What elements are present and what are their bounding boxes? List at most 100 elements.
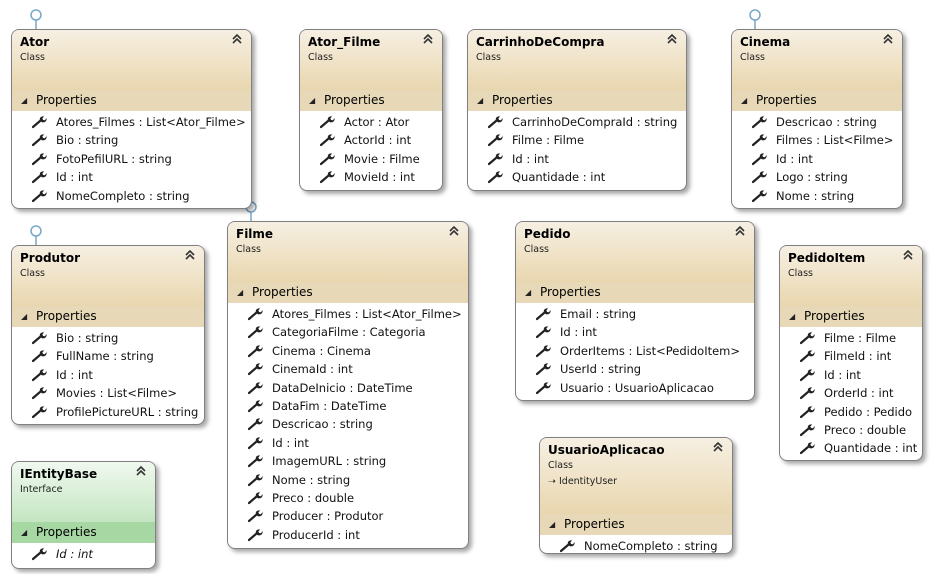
property-row[interactable]: Id : int xyxy=(12,545,155,563)
property-row[interactable]: Bio : string xyxy=(12,131,251,149)
wrench-icon xyxy=(488,134,503,147)
property-row[interactable]: Id : int xyxy=(732,150,902,168)
double-chevron-up-icon[interactable] xyxy=(447,225,461,239)
property-row[interactable]: Preco : double xyxy=(780,421,922,439)
property-row[interactable]: Movie : Filme xyxy=(300,150,442,168)
property-row[interactable]: DataFim : DateTime xyxy=(228,397,468,415)
property-row[interactable]: Movies : List<Filme> xyxy=(12,384,204,402)
property-row[interactable]: Pedido : Pedido xyxy=(780,403,922,421)
double-chevron-up-icon[interactable] xyxy=(230,33,244,47)
property-row[interactable]: NomeCompleto : string xyxy=(12,187,251,205)
property-row[interactable]: UserId : string xyxy=(516,360,754,378)
property-row[interactable]: CategoriaFilme : Categoria xyxy=(228,323,468,341)
properties-section-header[interactable]: ◢Properties xyxy=(540,514,732,535)
triangle-down-icon[interactable]: ◢ xyxy=(21,96,28,105)
property-row[interactable]: Producer : Produtor xyxy=(228,507,468,525)
property-row[interactable]: Filmes : List<Filme> xyxy=(732,131,902,149)
property-row[interactable]: Logo : string xyxy=(732,168,902,186)
properties-section-header[interactable]: ◢Properties xyxy=(12,522,155,543)
property-row[interactable]: Id : int xyxy=(516,323,754,341)
property-row[interactable]: Actor : Ator xyxy=(300,113,442,131)
properties-section-header[interactable]: ◢Properties xyxy=(780,306,922,327)
wrench-icon xyxy=(800,369,815,381)
property-row[interactable]: NomeCompleto : string xyxy=(540,537,732,553)
properties-section-header[interactable]: ◢Properties xyxy=(516,282,754,303)
double-chevron-up-icon[interactable] xyxy=(183,249,197,263)
property-row[interactable]: Bio : string xyxy=(12,329,204,347)
triangle-down-icon[interactable]: ◢ xyxy=(309,96,316,105)
double-chevron-up-icon[interactable] xyxy=(421,33,435,47)
property-row[interactable]: FullName : string xyxy=(12,347,204,365)
property-text: CinemaId : int xyxy=(272,362,353,377)
property-row[interactable]: Email : string xyxy=(516,305,754,323)
property-row[interactable]: ProducerId : int xyxy=(228,526,468,544)
property-row[interactable]: Quantidade : int xyxy=(468,168,686,186)
properties-section-header[interactable]: ◢Properties xyxy=(468,90,686,111)
property-text: NomeCompleto : string xyxy=(584,539,718,553)
property-row[interactable]: OrderId : int xyxy=(780,384,922,402)
properties-section-header[interactable]: ◢Properties xyxy=(732,90,902,111)
triangle-down-icon[interactable]: ◢ xyxy=(477,96,484,105)
triangle-down-icon[interactable]: ◢ xyxy=(789,312,796,321)
property-row[interactable]: Id : int xyxy=(12,366,204,384)
property-row[interactable]: CarrinhoDeCompraId : string xyxy=(468,113,686,131)
property-row[interactable]: Id : int xyxy=(12,168,251,186)
property-row[interactable]: Filme : Filme xyxy=(780,329,922,347)
properties-section-header[interactable]: ◢Properties xyxy=(228,282,468,303)
properties-section-header[interactable]: ◢Properties xyxy=(300,90,442,111)
property-row[interactable]: Descricao : string xyxy=(732,113,902,131)
property-row[interactable]: Usuario : UsuarioAplicacao xyxy=(516,379,754,397)
wrench-icon xyxy=(800,405,815,418)
property-text: Movie : Filme xyxy=(344,151,420,166)
property-row[interactable]: Filme : Filme xyxy=(468,131,686,149)
property-row[interactable]: Atores_Filmes : List<Ator_Filme> xyxy=(228,305,468,323)
double-chevron-up-icon[interactable] xyxy=(665,33,679,47)
property-row[interactable]: DataDeInicio : DateTime xyxy=(228,379,468,397)
property-row[interactable]: FilmeId : int xyxy=(780,347,922,365)
double-chevron-up-icon[interactable] xyxy=(134,465,148,479)
triangle-down-icon[interactable]: ◢ xyxy=(237,288,244,297)
property-row[interactable]: Nome : string xyxy=(732,187,902,205)
double-chevron-up-icon[interactable] xyxy=(901,249,915,263)
triangle-down-icon[interactable]: ◢ xyxy=(549,520,556,529)
property-row[interactable]: OrderItems : List<PedidoItem> xyxy=(516,342,754,360)
double-chevron-up-icon[interactable] xyxy=(711,441,725,455)
property-row[interactable]: ProfilePictureURL : string xyxy=(12,403,204,421)
property-row[interactable]: CinemaId : int xyxy=(228,360,468,378)
properties-section-header[interactable]: ◢Properties xyxy=(12,306,204,327)
property-row[interactable]: MovieId : int xyxy=(300,168,442,186)
property-row[interactable]: Id : int xyxy=(228,434,468,452)
triangle-down-icon[interactable]: ◢ xyxy=(741,96,748,105)
properties-section-header[interactable]: ◢Properties xyxy=(12,90,251,111)
property-row[interactable]: Preco : double xyxy=(228,489,468,507)
property-row[interactable]: Id : int xyxy=(468,150,686,168)
property-row[interactable]: Cinema : Cinema xyxy=(228,342,468,360)
property-row[interactable]: ImagemURL : string xyxy=(228,452,468,470)
triangle-down-icon[interactable]: ◢ xyxy=(525,288,532,297)
property-row[interactable]: Nome : string xyxy=(228,471,468,489)
property-row[interactable]: Id : int xyxy=(780,366,922,384)
property-row[interactable]: Atores_Filmes : List<Ator_Filme> xyxy=(12,113,251,131)
wrench-icon xyxy=(32,548,47,561)
property-row[interactable]: ActorId : int xyxy=(300,131,442,149)
double-chevron-up-icon[interactable] xyxy=(733,225,747,239)
property-row[interactable]: Quantidade : int xyxy=(780,439,922,457)
triangle-down-icon[interactable]: ◢ xyxy=(21,528,28,537)
property-row[interactable]: Descricao : string xyxy=(228,415,468,433)
triangle-down-icon[interactable]: ◢ xyxy=(21,312,28,321)
double-chevron-up-icon[interactable] xyxy=(881,33,895,47)
property-row[interactable]: FotoPefilURL : string xyxy=(12,150,251,168)
